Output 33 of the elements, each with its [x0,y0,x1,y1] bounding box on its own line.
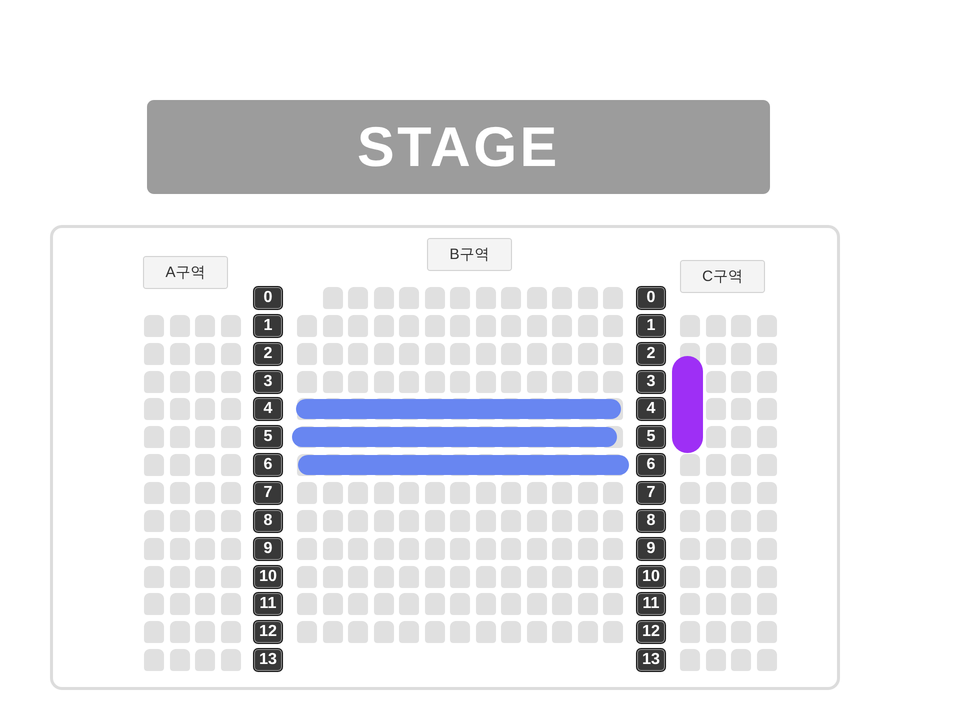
row-number: 13 [636,648,666,672]
row-number: 6 [636,453,666,478]
row-number: 5 [253,425,283,450]
row-number: 4 [253,397,283,422]
row-number: 8 [636,508,666,533]
row-number: 3 [253,370,283,394]
stage: STAGE [147,100,770,194]
row-number: 1 [636,314,666,338]
row-number: 2 [636,342,666,366]
row-number: 10 [636,564,666,588]
zone-label: A구역 [143,256,228,289]
row-number: 4 [636,397,666,422]
row-number: 9 [253,536,283,561]
zone-label: B구역 [427,238,512,271]
row-number: 13 [253,648,283,672]
row-number: 0 [253,286,283,310]
zone-label: C구역 [680,260,765,293]
row-number: 8 [253,508,283,533]
row-number: 10 [253,564,283,588]
row-number: 3 [636,370,666,394]
row-number: 1 [253,314,283,338]
row-number: 2 [253,342,283,366]
row-number: 12 [636,620,666,644]
row-number: 0 [636,286,666,310]
row-number: 12 [253,620,283,644]
row-number: 7 [636,480,666,505]
row-number: 9 [636,536,666,561]
seating-area [50,225,840,690]
row-number: 6 [253,453,283,478]
row-number: 11 [253,592,283,616]
row-number: 11 [636,592,666,616]
row-number: 7 [253,480,283,505]
row-number: 5 [636,425,666,450]
